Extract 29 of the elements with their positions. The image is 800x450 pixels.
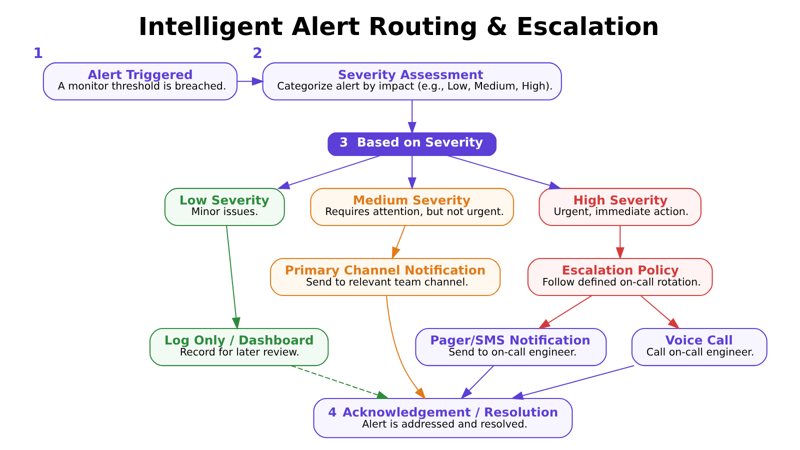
node-box: Voice Call Call on-call engineer. bbox=[631, 328, 768, 366]
node-box: 4 Acknowledgement / Resolution Alert is addressed and resolved. bbox=[313, 398, 573, 438]
node-box: Medium Severity Requires attention, but not urgent. bbox=[310, 188, 514, 226]
arrow bbox=[538, 295, 592, 330]
node-box: 3 Based on Severity bbox=[328, 132, 497, 156]
arrow bbox=[408, 156, 416, 190]
arrow bbox=[510, 365, 634, 400]
diagram-title: Intelligent Alert Routing & Escalation bbox=[138, 12, 660, 42]
arrow bbox=[460, 365, 494, 400]
node-box: Pager/SMS Notification Send to on-call engineer. bbox=[415, 328, 607, 366]
node-box: Alert Triggered A monitor threshold is breached. bbox=[42, 62, 238, 100]
arrow bbox=[237, 77, 264, 86]
node-box: Escalation Policy Follow defined on-call rotation. bbox=[527, 258, 713, 296]
arrow bbox=[392, 226, 406, 260]
arrow bbox=[408, 100, 416, 134]
arrow bbox=[640, 296, 680, 330]
arrow bbox=[290, 365, 390, 400]
node-box: Log Only / Dashboard Record for later review. bbox=[150, 328, 329, 366]
arrow bbox=[447, 155, 562, 190]
node-box: Primary Channel Notification Send to relevant team channel. bbox=[270, 258, 501, 296]
arrow bbox=[616, 226, 624, 260]
node-box: High Severity Urgent, immediate action. bbox=[538, 188, 702, 226]
node-box: Low Severity Minor issues. bbox=[164, 188, 285, 226]
arrow bbox=[226, 226, 240, 330]
arrow bbox=[386, 296, 426, 400]
node-label: 2 bbox=[252, 46, 263, 62]
arrow bbox=[277, 155, 380, 190]
node-box: Severity Assessment Categorize alert by impact (e.g., Low, Medium, High). bbox=[262, 62, 562, 100]
node-label: 1 bbox=[33, 46, 44, 62]
